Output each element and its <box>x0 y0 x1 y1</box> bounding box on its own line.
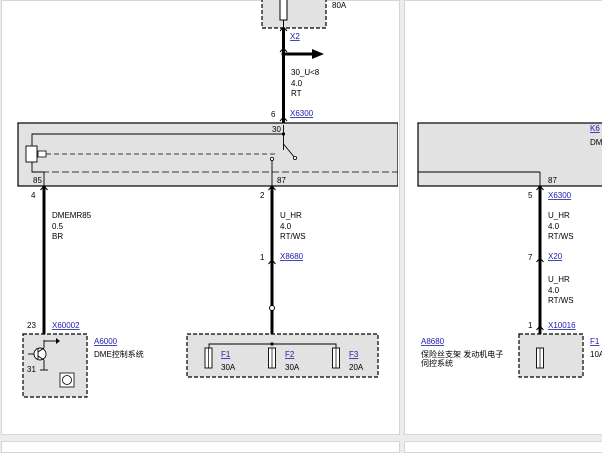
pin-1-mid: 1 <box>260 253 265 262</box>
fuse-f1-right-link[interactable]: F1 <box>590 337 600 346</box>
wire-name-u-hr-mid: U_HR <box>280 211 302 220</box>
svg-text:A6000: A6000 <box>94 337 118 346</box>
relay-coil-icon <box>25 145 38 163</box>
svg-text:X10016: X10016 <box>548 321 576 330</box>
wire-color-dmemr85: BR <box>52 232 63 241</box>
svg-text:F1: F1 <box>590 337 600 346</box>
svg-text:X60002: X60002 <box>52 321 80 330</box>
relay-module-k6300[interactable] <box>17 122 398 187</box>
fuse-f1-rating: 30A <box>221 363 236 372</box>
wire-name-top: 30_U<8 <box>291 68 320 77</box>
wire-name-dmemr85: DMEMR85 <box>52 211 92 220</box>
pin-6: 6 <box>271 110 276 119</box>
right-wire1-name: U_HR <box>548 211 570 220</box>
svg-text:X6300: X6300 <box>290 109 314 118</box>
left-page-content: 80A X2 30_U<8 4.0 RT 6 X6300 <box>17 0 398 398</box>
wire-color-u-hr-mid: RT/WS <box>280 232 306 241</box>
svg-text:X2: X2 <box>290 32 300 41</box>
fuse-box-a8680[interactable] <box>186 333 379 378</box>
fuse-f3[interactable]: F3 20A <box>332 347 364 372</box>
pin-31: 31 <box>27 365 36 374</box>
wire-size-top: 4.0 <box>291 79 303 88</box>
module-name-partial: DM <box>590 138 602 147</box>
right-wire1-color: RT/WS <box>548 232 574 241</box>
connector-x6300-link-top[interactable]: X6300 <box>290 109 314 118</box>
component-a6000-name: DME控制系统 <box>94 349 144 359</box>
connector-x2-link[interactable]: X2 <box>290 32 300 41</box>
component-a8680-name-line1: 保险丝支架 发动机电子 <box>421 349 503 359</box>
module-k6-link[interactable]: K6 <box>590 124 600 133</box>
top-fuse-box <box>261 0 327 29</box>
right-module-pin-87: 87 <box>548 176 557 185</box>
fuse-right-rating: 10A <box>590 350 602 359</box>
component-a6000-link[interactable]: A6000 <box>94 337 118 346</box>
svg-text:X8680: X8680 <box>280 252 304 261</box>
component-a8680-link[interactable]: A8680 <box>421 337 445 346</box>
relay-module-k6300-continued[interactable] <box>417 122 602 187</box>
wire-size-dmemr85: 0.5 <box>52 222 64 231</box>
right-pin-1: 1 <box>528 321 533 330</box>
fuse-f3-id[interactable]: F3 <box>349 350 359 359</box>
right-wire2-name: U_HR <box>548 275 570 284</box>
transistor-icon <box>33 347 47 361</box>
fuse-f2-id[interactable]: F2 <box>285 350 295 359</box>
module-pin-87: 87 <box>277 176 286 185</box>
dme-control-unit-a6000[interactable] <box>22 333 88 398</box>
pin-4: 4 <box>31 191 36 200</box>
junction-dot <box>281 52 286 56</box>
module-pin-30: 30 <box>272 125 281 134</box>
fuse-f3-rating: 20A <box>349 363 364 372</box>
continuation-arrow-icon[interactable] <box>312 49 324 59</box>
right-pin-7: 7 <box>528 253 533 262</box>
svg-text:X6300: X6300 <box>548 191 572 200</box>
right-page-content: K6 DM 87 5 X6300 U_HR 4.0 RT/WS 7 X20 U_… <box>417 122 602 378</box>
fuse-f1-id[interactable]: F1 <box>221 350 231 359</box>
svg-text:A8680: A8680 <box>421 337 445 346</box>
top-fuse-rating: 80A <box>332 1 347 10</box>
connector-x10016-link[interactable]: X10016 <box>548 321 576 330</box>
connector-x20-link[interactable]: X20 <box>548 252 563 261</box>
fuse-f1[interactable]: F1 30A <box>204 347 236 372</box>
right-wire2-color: RT/WS <box>548 296 574 305</box>
fuse-box-right[interactable] <box>518 333 584 378</box>
right-wire1-size: 4.0 <box>548 222 560 231</box>
connector-x60002-link[interactable]: X60002 <box>52 321 80 330</box>
fuse-f2-rating: 30A <box>285 363 300 372</box>
wire-size-u-hr-mid: 4.0 <box>280 222 292 231</box>
top-fuse-symbol <box>279 0 288 21</box>
right-pin-5: 5 <box>528 191 533 200</box>
right-wire2-size: 4.0 <box>548 286 560 295</box>
fuse-f2[interactable]: F2 30A <box>268 347 300 372</box>
svg-text:K6: K6 <box>590 124 600 133</box>
connector-x8680-link[interactable]: X8680 <box>280 252 304 261</box>
wire-color-top: RT <box>291 89 302 98</box>
component-a8680-name-line2: 伺控系统 <box>421 358 453 368</box>
connector-x6300-link-right[interactable]: X6300 <box>548 191 572 200</box>
component-symbol-icon <box>59 372 75 388</box>
pin-2: 2 <box>260 191 265 200</box>
relay-switch-icon <box>283 143 296 159</box>
module-pin-85: 85 <box>33 176 42 185</box>
svg-text:X20: X20 <box>548 252 563 261</box>
pin-23: 23 <box>27 321 36 330</box>
